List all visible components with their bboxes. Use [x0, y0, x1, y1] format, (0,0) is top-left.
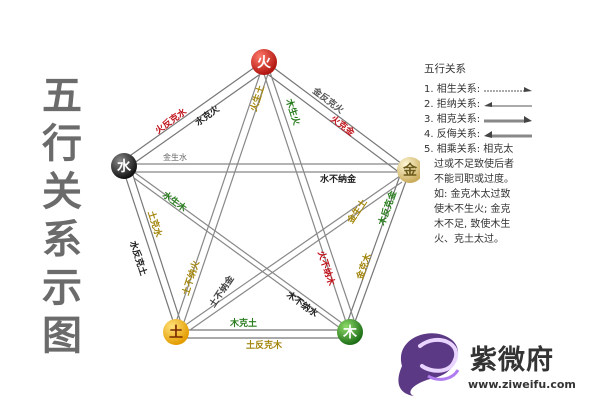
line-fire-earth-b [183, 73, 269, 323]
metal-ball-icon [397, 157, 420, 183]
arrow-fanwu-icon [484, 130, 533, 138]
node-water-label: 水 [117, 158, 132, 175]
legend-line: 如: 金克木太过致 [434, 189, 511, 200]
edge-fire-metal-inner [261, 69, 405, 177]
line-fire-earth [175, 73, 261, 323]
legend-num: 1. [424, 84, 434, 95]
ziweifu-logo-icon [398, 333, 460, 396]
arrow-sheng-icon [484, 86, 533, 92]
legend-num: 3. [424, 114, 434, 125]
legend-line: 使木不生火; 金克 [434, 204, 511, 215]
legend-item-juna: 2. 拒纳关系: [424, 97, 596, 112]
legend-paragraph: 过或不足致使后者 不能司职或过度。 如: 金克木太过致 使木不生火; 金克 木不… [424, 157, 596, 247]
earth-ball-icon [163, 319, 189, 345]
title-char: 系 [42, 216, 82, 263]
legend-heading: 五行关系 [424, 63, 466, 75]
edge-metal-wood [351, 169, 411, 331]
arrow-ke-icon [484, 115, 533, 123]
label-fire-diag-c: 木生火 [283, 96, 303, 127]
node-metal-label: 金 [402, 162, 418, 179]
label-fire-metal-inner: 火克金 [328, 113, 358, 139]
legend-label: 相乘关系: 相克太 [436, 144, 514, 155]
legend-label: 拒纳关系: [436, 99, 481, 110]
wood-ball-icon [337, 319, 363, 345]
fire-ball-icon [251, 49, 277, 75]
legend-item-cheng: 5. 相乘关系: 相克太 [424, 142, 596, 157]
label-earth-wood-outer: 土反克木 [246, 339, 283, 351]
node-fire-label: 火 [257, 55, 272, 71]
line-fire-wood [263, 73, 347, 323]
legend-item-sheng: 1. 相生关系: [424, 82, 596, 97]
line-water-wood [133, 171, 347, 327]
edge-fire-water [123, 61, 263, 161]
title-char: 行 [42, 120, 82, 167]
brand-url: www.ziweifu.com [468, 378, 576, 391]
label-fire-metal-outer: 金反克火 [309, 84, 347, 116]
node-water: 水 [111, 153, 137, 179]
legend-line: 火、克土太过。 [434, 234, 504, 245]
node-wood-label: 木 [342, 324, 358, 341]
legend-label: 反侮关系: [436, 129, 481, 140]
label-fire-diag-a: 火生土 [247, 84, 267, 113]
title-char: 示 [42, 264, 82, 311]
label-metal-diag-b: 土不纳金 [207, 272, 238, 309]
water-ball-icon [111, 153, 137, 179]
label-water-earth-inner: 土克水 [145, 209, 165, 239]
five-elements-diagram: 金反克火 火克金 火反克水 水克火 木反克金 金克木 水反克土 土克水 木克土 … [111, 49, 420, 351]
title-char: 五 [42, 72, 82, 119]
legend-line: 不能司职或过度。 [434, 174, 514, 185]
legend-line: 木不足, 致使木生 [434, 219, 511, 230]
legend-line: 过或不足致使后者 [434, 159, 514, 170]
legend-item-fanwu: 4. 反侮关系: [424, 127, 596, 142]
arrow-juna-icon [484, 101, 533, 107]
label-water-metal: 水不纳金 [320, 173, 357, 185]
legend: 五行关系 1. 相生关系: 2. 拒纳关系: 3. 相克关系: 4. 反侮关系:… [424, 62, 596, 247]
node-earth: 土 [163, 319, 189, 345]
label-water-metal-small: 金生水 [163, 152, 187, 162]
pentagon-edges [121, 61, 411, 339]
legend-num: 2. [424, 99, 434, 110]
node-fire: 火 [251, 49, 277, 75]
line-metal-earth [183, 175, 401, 327]
line-metal-earth-b [189, 181, 403, 331]
node-wood: 木 [337, 319, 363, 345]
label-earth-wood-inner: 木克土 [229, 317, 257, 329]
edge-water-earth [121, 165, 177, 331]
edge-fire-metal [265, 61, 411, 171]
star-lines [133, 71, 403, 331]
node-metal: 金 [397, 157, 420, 183]
label-water-earth-outer: 水反克土 [127, 239, 150, 277]
legend-num: 4. [424, 129, 434, 140]
node-earth-label: 土 [169, 324, 183, 341]
legend-label: 相生关系: [436, 84, 481, 95]
line-water-wood-b [133, 177, 341, 329]
legend-item-ke: 3. 相克关系: [424, 112, 596, 127]
legend-label: 相克关系: [436, 114, 481, 125]
title-char: 关 [42, 168, 82, 215]
legend-num: 5. [424, 144, 434, 155]
label-water-diag-a: 水生木 [160, 189, 190, 215]
label-water-fire-inner: 水克火 [193, 102, 223, 128]
edge-metal-wood-inner [345, 169, 403, 327]
title-char: 图 [42, 312, 82, 359]
label-water-fire-outer: 火反克水 [153, 105, 190, 136]
brand-name: 紫微府 [470, 345, 554, 376]
edge-fire-water-inner [129, 69, 267, 167]
edge-water-earth-inner [129, 165, 183, 327]
vertical-title: 五 行 关 系 示 图 [40, 72, 84, 360]
line-fire-wood-b [269, 71, 355, 321]
label-fire-diag-d: 火不纳木 [315, 249, 338, 288]
